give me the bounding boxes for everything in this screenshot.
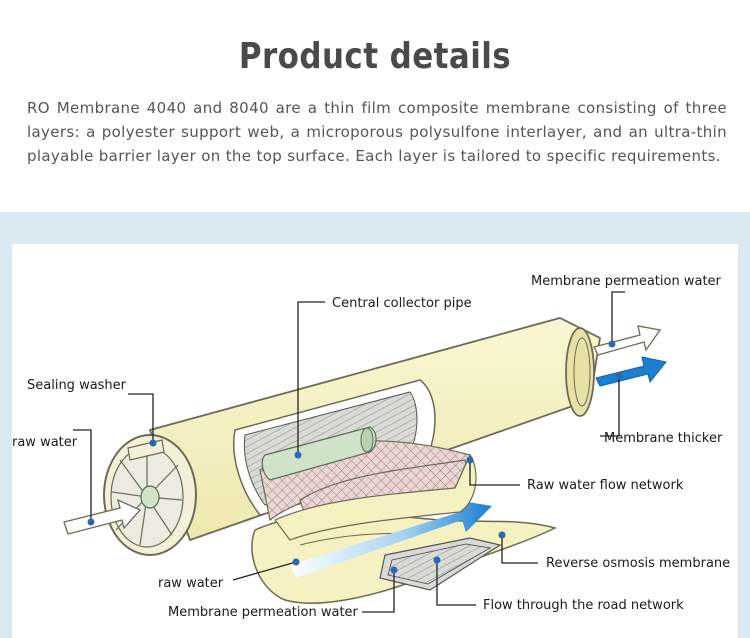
leader-dots bbox=[87, 340, 623, 574]
permeate-outlet-arrow bbox=[593, 325, 662, 356]
leader-lines bbox=[73, 291, 625, 613]
label-raw-water-bottom: raw water bbox=[158, 576, 224, 591]
raw-water-flow-arrow bbox=[290, 500, 492, 578]
page-title: Product details bbox=[238, 36, 512, 77]
label-sealing-washer: Sealing washer bbox=[27, 378, 127, 393]
label-flow-through-road-network: Flow through the road network bbox=[483, 598, 684, 613]
label-raw-water-left: raw water bbox=[12, 435, 78, 450]
product-description: RO Membrane 4040 and 8040 are a thin fil… bbox=[27, 99, 727, 165]
concentrate-outlet-arrow bbox=[595, 356, 667, 387]
label-membrane-thicker: Membrane thicker bbox=[604, 431, 723, 446]
membrane-cylinder bbox=[148, 317, 601, 542]
sealing-end-cap bbox=[103, 434, 197, 556]
label-membrane-permeation-water-bottom: Membrane permeation water bbox=[168, 605, 359, 620]
label-central-collector-pipe: Central collector pipe bbox=[332, 296, 472, 311]
flow-road-network-tray bbox=[379, 537, 502, 591]
label-membrane-permeation-water-top: Membrane permeation water bbox=[531, 274, 722, 289]
label-raw-water-flow-network: Raw water flow network bbox=[527, 478, 684, 493]
label-reverse-osmosis-membrane: Reverse osmosis membrane bbox=[546, 556, 730, 571]
raw-water-inlet-arrow bbox=[63, 498, 142, 535]
